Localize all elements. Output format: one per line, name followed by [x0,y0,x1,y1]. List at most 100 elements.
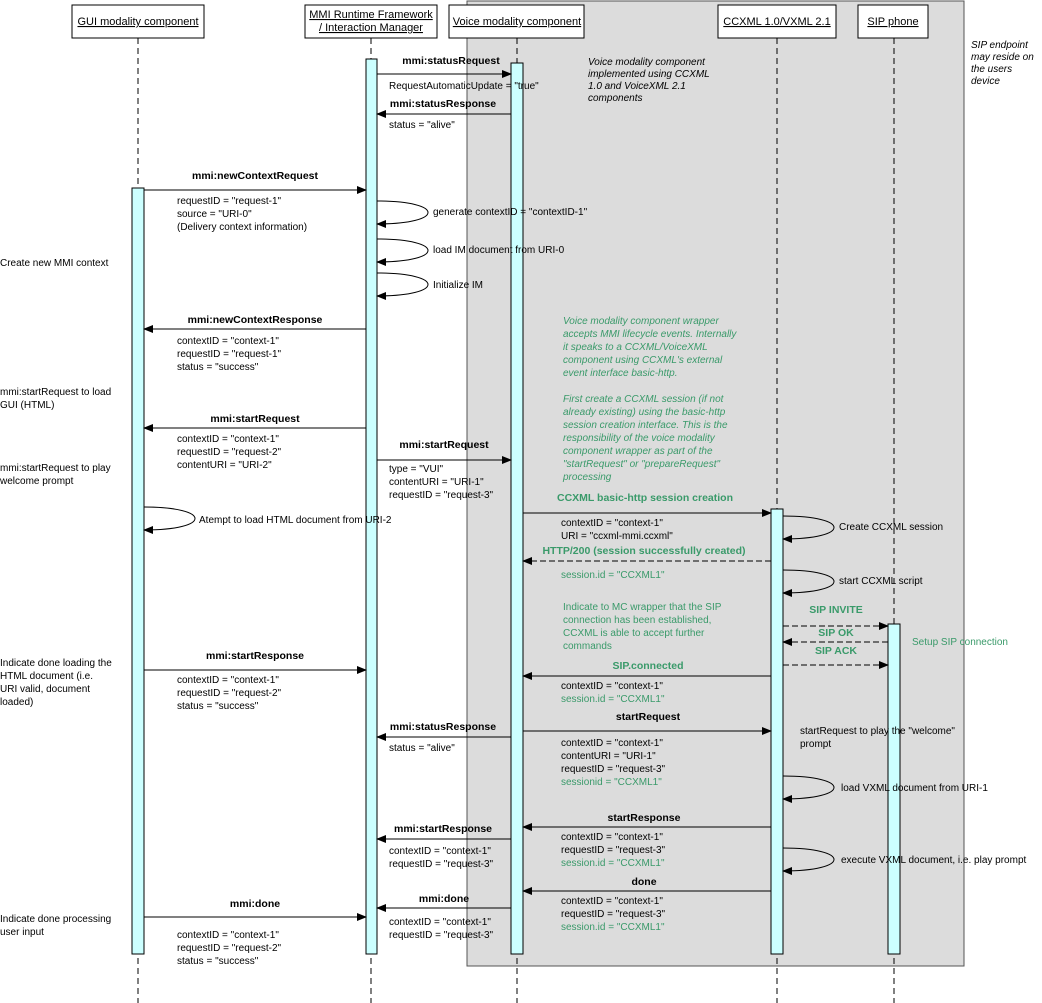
msg-param: type = "VUI" [389,464,444,475]
msg-start-response-gui-label: mmi:startResponse [206,650,304,662]
activation-sip [887,623,901,955]
note-line: responsibility of the voice modality [563,433,716,444]
msg-start-response-ccxml-label: startResponse [608,812,681,824]
msg-param: contextID = "context-1" [389,846,491,857]
msg-start-request-voice-label: mmi:startRequest [399,439,489,451]
note-line: accepts MMI lifecycle events. Internally [563,329,737,340]
self-loop-atempt [143,506,196,534]
left-note-done-processing: Indicate done processing [0,914,111,925]
note-line: connection has been established, [563,615,711,626]
msg-status-response-2-label: mmi:statusResponse [390,721,496,733]
note-line: components [588,93,642,104]
left-note-done-processing: user input [0,927,44,938]
note-line: the users [971,64,1012,75]
participant-voice-label: Voice modality component [453,16,581,28]
self-create-ccxml-label: Create CCXML session [839,522,943,533]
msg-param: contextID = "context-1" [561,896,663,907]
left-note-start-gui: mmi:startRequest to load [0,387,111,398]
msg-sip-connected-label: SIP.connected [613,660,684,672]
note-voice-impl: Voice modality component implemented usi… [588,57,710,104]
note-first-create: First create a CCXML session (if not alr… [562,394,728,483]
msg-param: session.id = "CCXML1" [561,694,665,705]
msg-param: contextID = "context-1" [177,930,279,941]
left-note-done-loading: Indicate done loading the [0,658,112,669]
msg-start-request-gui-label: mmi:startRequest [210,413,300,425]
msg-http-200-label: HTTP/200 (session successfully created) [542,545,745,557]
voice-component-region [466,0,965,967]
activation-ccxml [770,508,784,955]
self-init-label: Initialize IM [433,280,483,291]
self-atempt-label: Atempt to load HTML document from URI-2 [199,515,392,526]
note-line: SIP endpoint [971,40,1029,51]
msg-status-request-label: mmi:statusRequest [402,55,500,67]
msg-new-context-response-label: mmi:newContextResponse [188,314,323,326]
participant-mmi: MMI Runtime Framework / Interaction Mana… [304,4,438,39]
msg-param: URI = "ccxml-mmi.ccxml" [561,531,673,542]
msg-done-gui-label: mmi:done [230,898,280,910]
msg-param: requestID = "request-3" [561,909,666,920]
note-line: "startRequest" or "prepareRequest" [563,459,721,470]
note-setup-sip: Setup SIP connection [912,637,1008,648]
note-line: already existing) using the basic-http [563,407,726,418]
self-loop-load-im [376,238,429,266]
note-line: it speaks to a CCXML/VoiceXML [563,342,708,353]
participant-ccxml-label: CCXML 1.0/VXML 2.1 [723,16,830,28]
left-note-start-gui: GUI (HTML) [0,400,54,411]
msg-param: contextID = "context-1" [561,738,663,749]
note-line: First create a CCXML session (if not [563,394,725,405]
left-note-done-loading: HTML document (i.e. [0,671,93,682]
left-note-done-loading: URI valid, document [0,684,90,695]
msg-param: requestID = "request-3" [389,490,494,501]
note-line: component wrapper as part of the [563,446,713,457]
self-load-vxml-label: load VXML document from URI-1 [841,783,988,794]
left-note-create-context: Create new MMI context [0,258,109,269]
msg-param: session.id = "CCXML1" [561,570,665,581]
msg-param: status = "success" [177,701,259,712]
msg-param: (Delivery context information) [177,222,307,233]
self-loop-create-ccxml [782,515,835,543]
msg-sip-ok-label: SIP OK [818,627,854,639]
msg-ccxml-session-creation-label: CCXML basic-http session creation [557,492,733,504]
msg-status-response-label: mmi:statusResponse [390,98,496,110]
msg-sip-invite-label: SIP INVITE [809,604,863,616]
msg-param: contextID = "context-1" [177,434,279,445]
msg-done-voice-label: mmi:done [419,893,469,905]
left-note-done-loading: loaded) [0,697,33,708]
msg-param: sessionid = "CCXML1" [561,777,662,788]
participant-sip: SIP phone [857,4,929,39]
activation-voice [510,62,524,955]
msg-param: RequestAutomaticUpdate = "true" [389,81,539,92]
note-line: CCXML is able to accept further [563,628,705,639]
note-line: Voice modality component [588,57,706,68]
activation-mmi [365,58,378,955]
msg-param: requestID = "request-3" [561,845,666,856]
msg-param: contentURI = "URI-1" [389,477,484,488]
msg-param: contextID = "context-1" [389,917,491,928]
msg-param: requestID = "request-1" [177,196,282,207]
self-loop-start-ccxml [782,569,835,597]
self-loop-execute [782,847,835,875]
msg-done-ccxml-label: done [631,876,656,888]
msg-param: requestID = "request-2" [177,688,282,699]
participant-gui: GUI modality component [71,4,205,39]
participant-mmi-label-1: MMI Runtime Framework [309,9,433,21]
note-line: processing [562,472,612,483]
participant-sip-label: SIP phone [867,16,918,28]
note-line: 1.0 and VoiceXML 2.1 [588,81,686,92]
note-line: device [971,76,1000,87]
note-line: implemented using CCXML [588,69,710,80]
note-line: may reside on [971,52,1034,63]
msg-param: requestID = "request-3" [389,859,494,870]
left-note-start-welcome: mmi:startRequest to play [0,463,111,474]
msg-param: session.id = "CCXML1" [561,922,665,933]
msg-param: contextID = "context-1" [561,832,663,843]
participant-ccxml: CCXML 1.0/VXML 2.1 [717,4,837,39]
self-execute-label: execute VXML document, i.e. play prompt [841,855,1027,866]
msg-param: contextID = "context-1" [561,681,663,692]
note-indicate-mc: Indicate to MC wrapper that the SIP conn… [563,602,722,652]
msg-new-context-request-label: mmi:newContextRequest [192,170,319,182]
msg-param: contentURI = "URI-2" [177,460,272,471]
note-line: event interface basic-http. [563,368,678,379]
self-loop-init [376,272,429,300]
